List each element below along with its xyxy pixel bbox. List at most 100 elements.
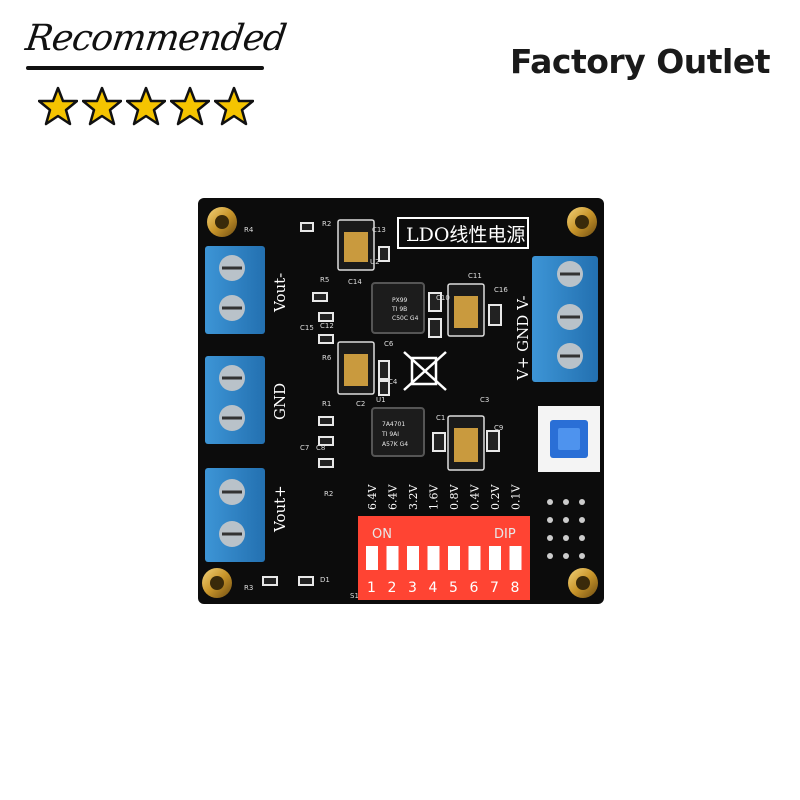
terminal-gnd (205, 356, 265, 444)
silk-label: R6 (322, 354, 332, 362)
rating-stars (38, 86, 254, 126)
dip-number: 3 (408, 580, 417, 596)
title-box (397, 217, 529, 249)
pin-hole (547, 553, 553, 559)
mounting-screw (207, 207, 237, 237)
dip-number: 2 (388, 580, 397, 596)
silk-label: C11 (468, 272, 482, 280)
pin-hole (563, 535, 569, 541)
dip-voltage-label: 1.6V (428, 484, 441, 510)
dip-lever[interactable] (468, 546, 481, 570)
star-icon (126, 86, 166, 126)
ldo-chip-upper: PX99 TI 9B C50C G4 (371, 282, 425, 334)
smd-body (264, 578, 276, 584)
smd-body (314, 294, 326, 300)
capacitor (337, 219, 375, 271)
silk-label: C2 (356, 400, 365, 408)
silk-label: R5 (320, 276, 329, 284)
smd-body (320, 460, 332, 466)
silk-label: R2 (324, 490, 333, 498)
smd-body (430, 320, 440, 336)
smd-body (300, 578, 312, 584)
pin-hole (547, 517, 553, 523)
silk-label: D1 (320, 576, 330, 584)
dip-voltage-label: 0.2V (489, 484, 502, 510)
dip-number: 6 (470, 580, 479, 596)
svg-text:7A4701: 7A4701 (382, 421, 405, 428)
smd-body (320, 438, 332, 444)
dip-voltage-label: 3.2V (407, 484, 420, 510)
silk-label: C6 (384, 340, 394, 348)
dip-number: 4 (429, 580, 438, 596)
dip-voltage-label: 6.4V (387, 484, 400, 510)
svg-text:TI 9AI: TI 9AI (381, 431, 399, 438)
silk-label: C3 (480, 396, 489, 404)
pin-hole (563, 517, 569, 523)
mounting-screw (202, 568, 232, 598)
label-gnd: GND (271, 383, 289, 420)
smd-body (488, 432, 498, 450)
dip-lever[interactable] (509, 546, 522, 570)
svg-text:A57K G4: A57K G4 (382, 441, 408, 448)
smd-body (380, 362, 388, 378)
dip-dip-label: DIP (494, 527, 516, 542)
recommended-badge: Recommended (18, 8, 288, 128)
smd-body (434, 434, 444, 450)
dip-lever[interactable] (407, 546, 419, 570)
board-title: LDO线性电源 (406, 224, 525, 246)
terminal-input (532, 256, 598, 382)
silk-label: C8 (316, 444, 325, 452)
dip-number: 1 (367, 580, 376, 596)
dip-voltage-label: 0.1V (510, 484, 523, 510)
smd-body (430, 294, 440, 310)
push-switch (538, 406, 600, 472)
silk-label: S1 (350, 592, 359, 600)
mounting-screw (567, 207, 597, 237)
weee-bin-icon (403, 351, 447, 391)
dip-lever[interactable] (386, 546, 399, 570)
silk-label: C10 (436, 294, 450, 302)
silk-label: C13 (372, 226, 386, 234)
dip-voltage-label: 0.4V (469, 484, 482, 510)
pin-hole (579, 499, 585, 505)
dip-lever[interactable] (366, 546, 378, 570)
smd-body (380, 382, 388, 394)
dip-number: 7 (490, 580, 499, 596)
star-icon (82, 86, 122, 126)
silk-label: C14 (348, 278, 362, 286)
smd-body (490, 306, 500, 324)
header-pins (547, 499, 585, 559)
terminal-vout-minus (205, 246, 265, 334)
smd-body (380, 248, 388, 260)
silk-label: C9 (494, 424, 503, 432)
smd-body (320, 418, 332, 424)
dip-voltage-label: 6.4V (366, 484, 379, 510)
silk-label: R3 (244, 584, 253, 592)
capacitor (447, 415, 485, 471)
dip-lever[interactable] (489, 546, 501, 570)
silk-label: U2 (370, 258, 380, 266)
label-vout-minus: Vout- (271, 273, 289, 313)
silk-label: C7 (300, 444, 309, 452)
capacitor (337, 341, 375, 395)
dip-lever[interactable] (448, 546, 460, 570)
dip-on-label: ON (372, 527, 392, 542)
silk-label: C4 (388, 378, 398, 386)
star-icon (214, 86, 254, 126)
svg-text:TI 9B: TI 9B (391, 306, 407, 313)
dip-lever[interactable] (427, 546, 440, 570)
silk-label: R4 (244, 226, 254, 234)
mounting-screw (568, 568, 598, 598)
svg-text:C50C G4: C50C G4 (392, 315, 419, 322)
silk-label: R1 (322, 400, 331, 408)
label-input: V+ GND V- (514, 295, 532, 381)
smd-components (262, 222, 502, 586)
pin-hole (547, 499, 553, 505)
dip-number: 5 (449, 580, 458, 596)
silk-label: R2 (322, 220, 331, 228)
capacitor (447, 283, 485, 337)
